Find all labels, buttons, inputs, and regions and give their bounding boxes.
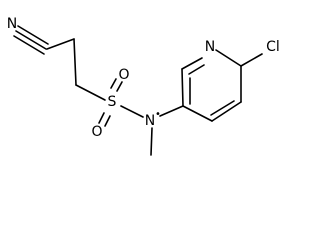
pyridine-ring (181, 49, 242, 122)
pyridine-nitrogen-label: N (205, 39, 215, 55)
bond-c2-c3 (73, 38, 77, 86)
amine-nitrogen-label: N (145, 113, 155, 129)
bond-n-pyridine (159, 105, 184, 117)
bond-s-n (120, 105, 144, 118)
molecule-drawing: N S O O N • N Cl (7, 16, 280, 156)
nitrile-triple-bond (13, 25, 49, 55)
radical-dot: • (155, 109, 161, 120)
structure-diagram: N S O O N • N Cl (7, 16, 280, 156)
oxygen-top-label: O (118, 67, 129, 83)
sulfonyl-top-double-bond (110, 78, 123, 92)
bond-n-methyl (150, 127, 153, 156)
bond-c3-s (75, 84, 106, 101)
bond-c1-c2 (46, 38, 75, 50)
chlorine-label: Cl (266, 39, 280, 55)
bond-c-cl (240, 53, 263, 67)
nitrile-nitrogen-label: N (7, 16, 17, 32)
sulfur-label: S (108, 94, 117, 110)
oxygen-bottom-label: O (91, 124, 102, 140)
sulfonyl-bottom-double-bond (98, 112, 111, 127)
